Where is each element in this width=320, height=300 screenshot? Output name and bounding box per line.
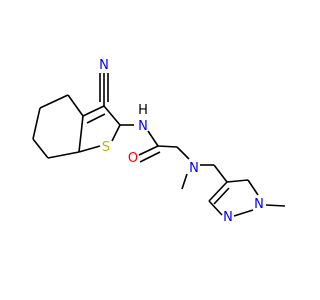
amide-h-label: H xyxy=(138,103,148,118)
bond xyxy=(82,105,105,117)
bond xyxy=(32,138,49,159)
bond xyxy=(78,115,84,153)
bond xyxy=(265,204,286,207)
bond xyxy=(208,181,228,202)
bond xyxy=(111,124,121,142)
bond xyxy=(67,94,84,117)
bond xyxy=(86,113,106,124)
bond xyxy=(138,145,159,156)
bond xyxy=(181,173,188,190)
bond xyxy=(208,200,223,216)
bond xyxy=(32,107,41,140)
amide-n-label: N xyxy=(138,119,148,134)
bond xyxy=(213,164,228,183)
bond xyxy=(147,130,159,147)
carbonyl-o-label: O xyxy=(128,151,138,166)
bond xyxy=(226,179,249,183)
atom-labels: N N H S O N N N xyxy=(99,58,264,225)
bond xyxy=(103,105,121,126)
bond xyxy=(157,145,178,148)
molecule-structure: N N H S O N N N xyxy=(32,58,286,225)
bonds xyxy=(32,73,286,217)
nitrile-n-label: N xyxy=(99,58,109,73)
thiophene-s-label: S xyxy=(102,140,110,155)
bond xyxy=(233,209,254,217)
pyrazole-n1-label: N xyxy=(254,197,264,212)
bond xyxy=(213,187,230,205)
bond xyxy=(247,179,259,196)
bond xyxy=(39,94,69,109)
bond xyxy=(176,146,190,160)
pyrazole-n2-label: N xyxy=(223,210,233,225)
bond xyxy=(139,151,161,163)
bond xyxy=(47,151,80,159)
tertiary-n-label: N xyxy=(189,161,199,176)
bond xyxy=(78,145,101,153)
